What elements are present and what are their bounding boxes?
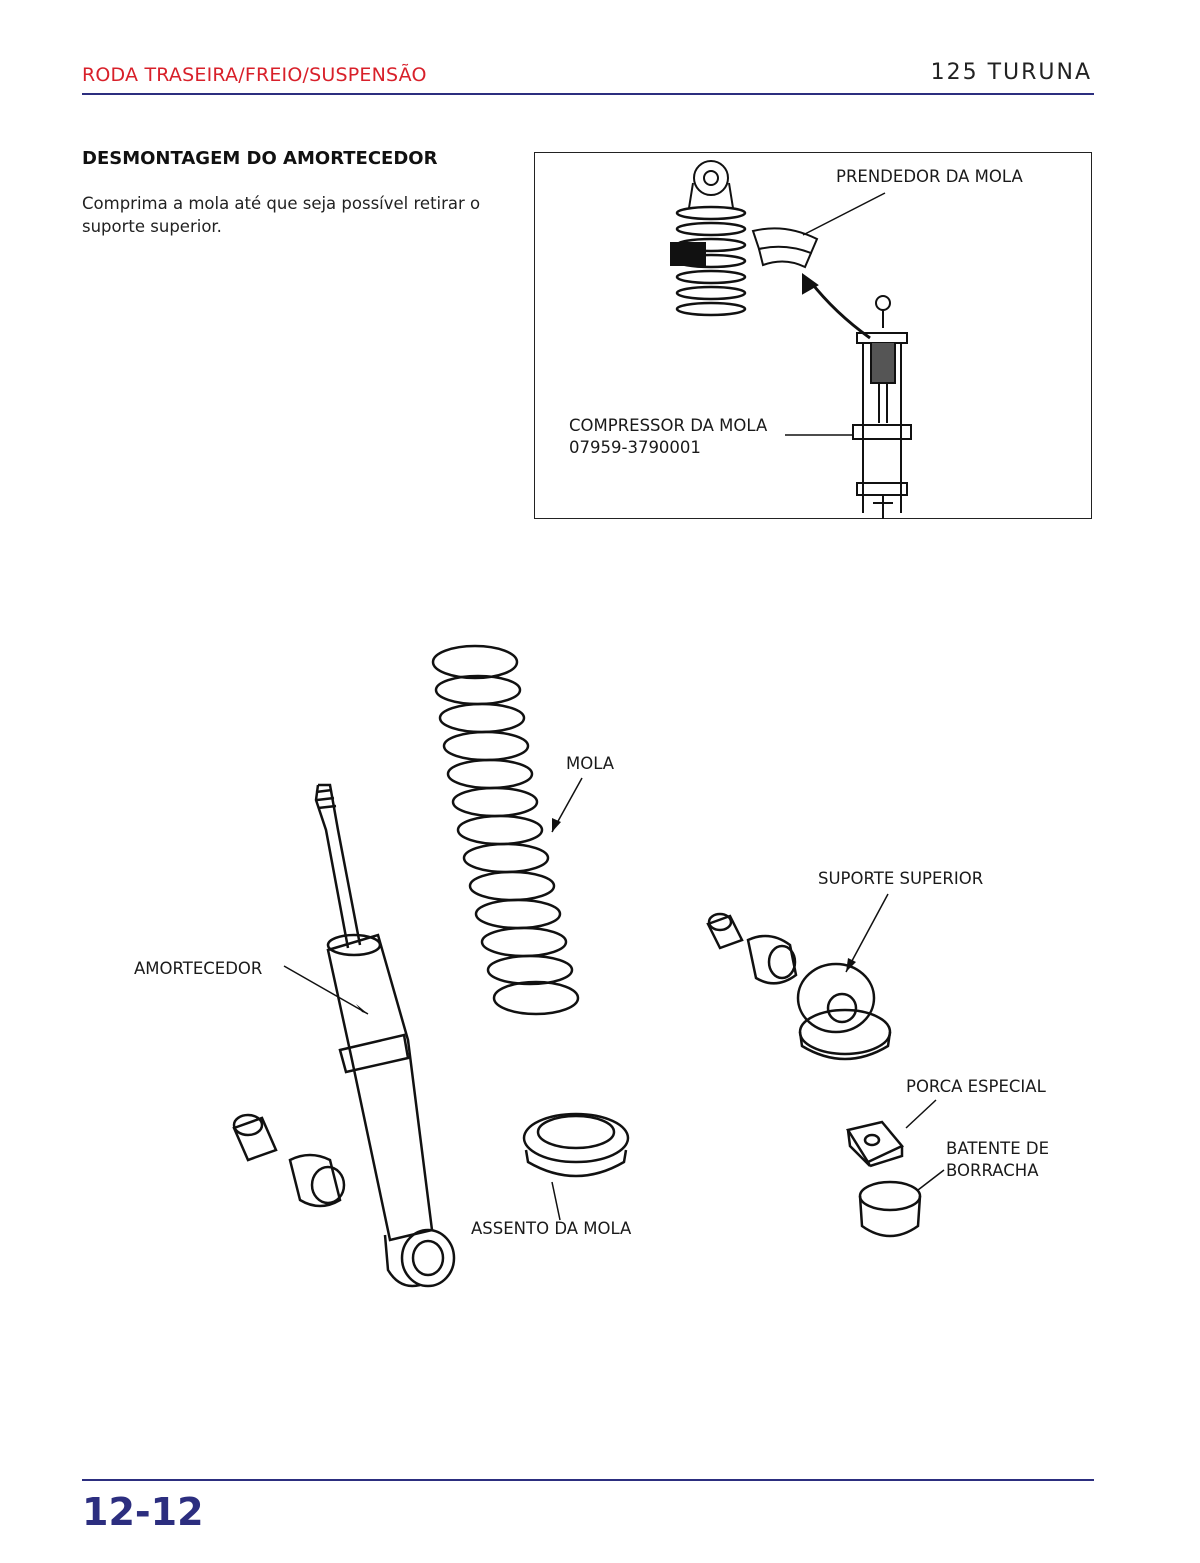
model-header: 125 TURUNA: [930, 60, 1092, 85]
spring-label: MOLA: [566, 754, 615, 773]
page-number: 12-12: [82, 1490, 204, 1534]
spring-compressor-illustration: [670, 160, 912, 519]
upper-mount-label: SUPORTE SUPERIOR: [818, 869, 984, 888]
damper-label: AMORTECEDOR: [134, 959, 263, 978]
footer-rule: [82, 1479, 1094, 1481]
spring-compressor-label: COMPRESSOR DA MOLA: [569, 416, 768, 435]
spring-retainer-label: PRENDEDOR DA MOLA: [836, 167, 1023, 186]
rubber-stop-label-line1: BATENTE DE: [946, 1139, 1050, 1158]
spring-compressor-figure: PRENDEDOR DA MOLA COMPRESSOR DA MOLA 079…: [534, 152, 1092, 519]
section-title: DESMONTAGEM DO AMORTECEDOR: [82, 148, 438, 169]
rubber-stop-label-line2: BORRACHA: [946, 1161, 1039, 1180]
tool-number-label: 07959-3790001: [569, 438, 701, 457]
section-header: RODA TRASEIRA/FREIO/SUSPENSÃO: [82, 64, 427, 86]
spring-illustration: [431, 644, 580, 1016]
header-rule: [82, 93, 1094, 95]
instruction-text: Comprima a mola até que seja possível re…: [82, 194, 481, 236]
special-nut-label: PORCA ESPECIAL: [906, 1077, 1046, 1096]
spring-seat-label: ASSENTO DA MOLA: [471, 1219, 632, 1238]
